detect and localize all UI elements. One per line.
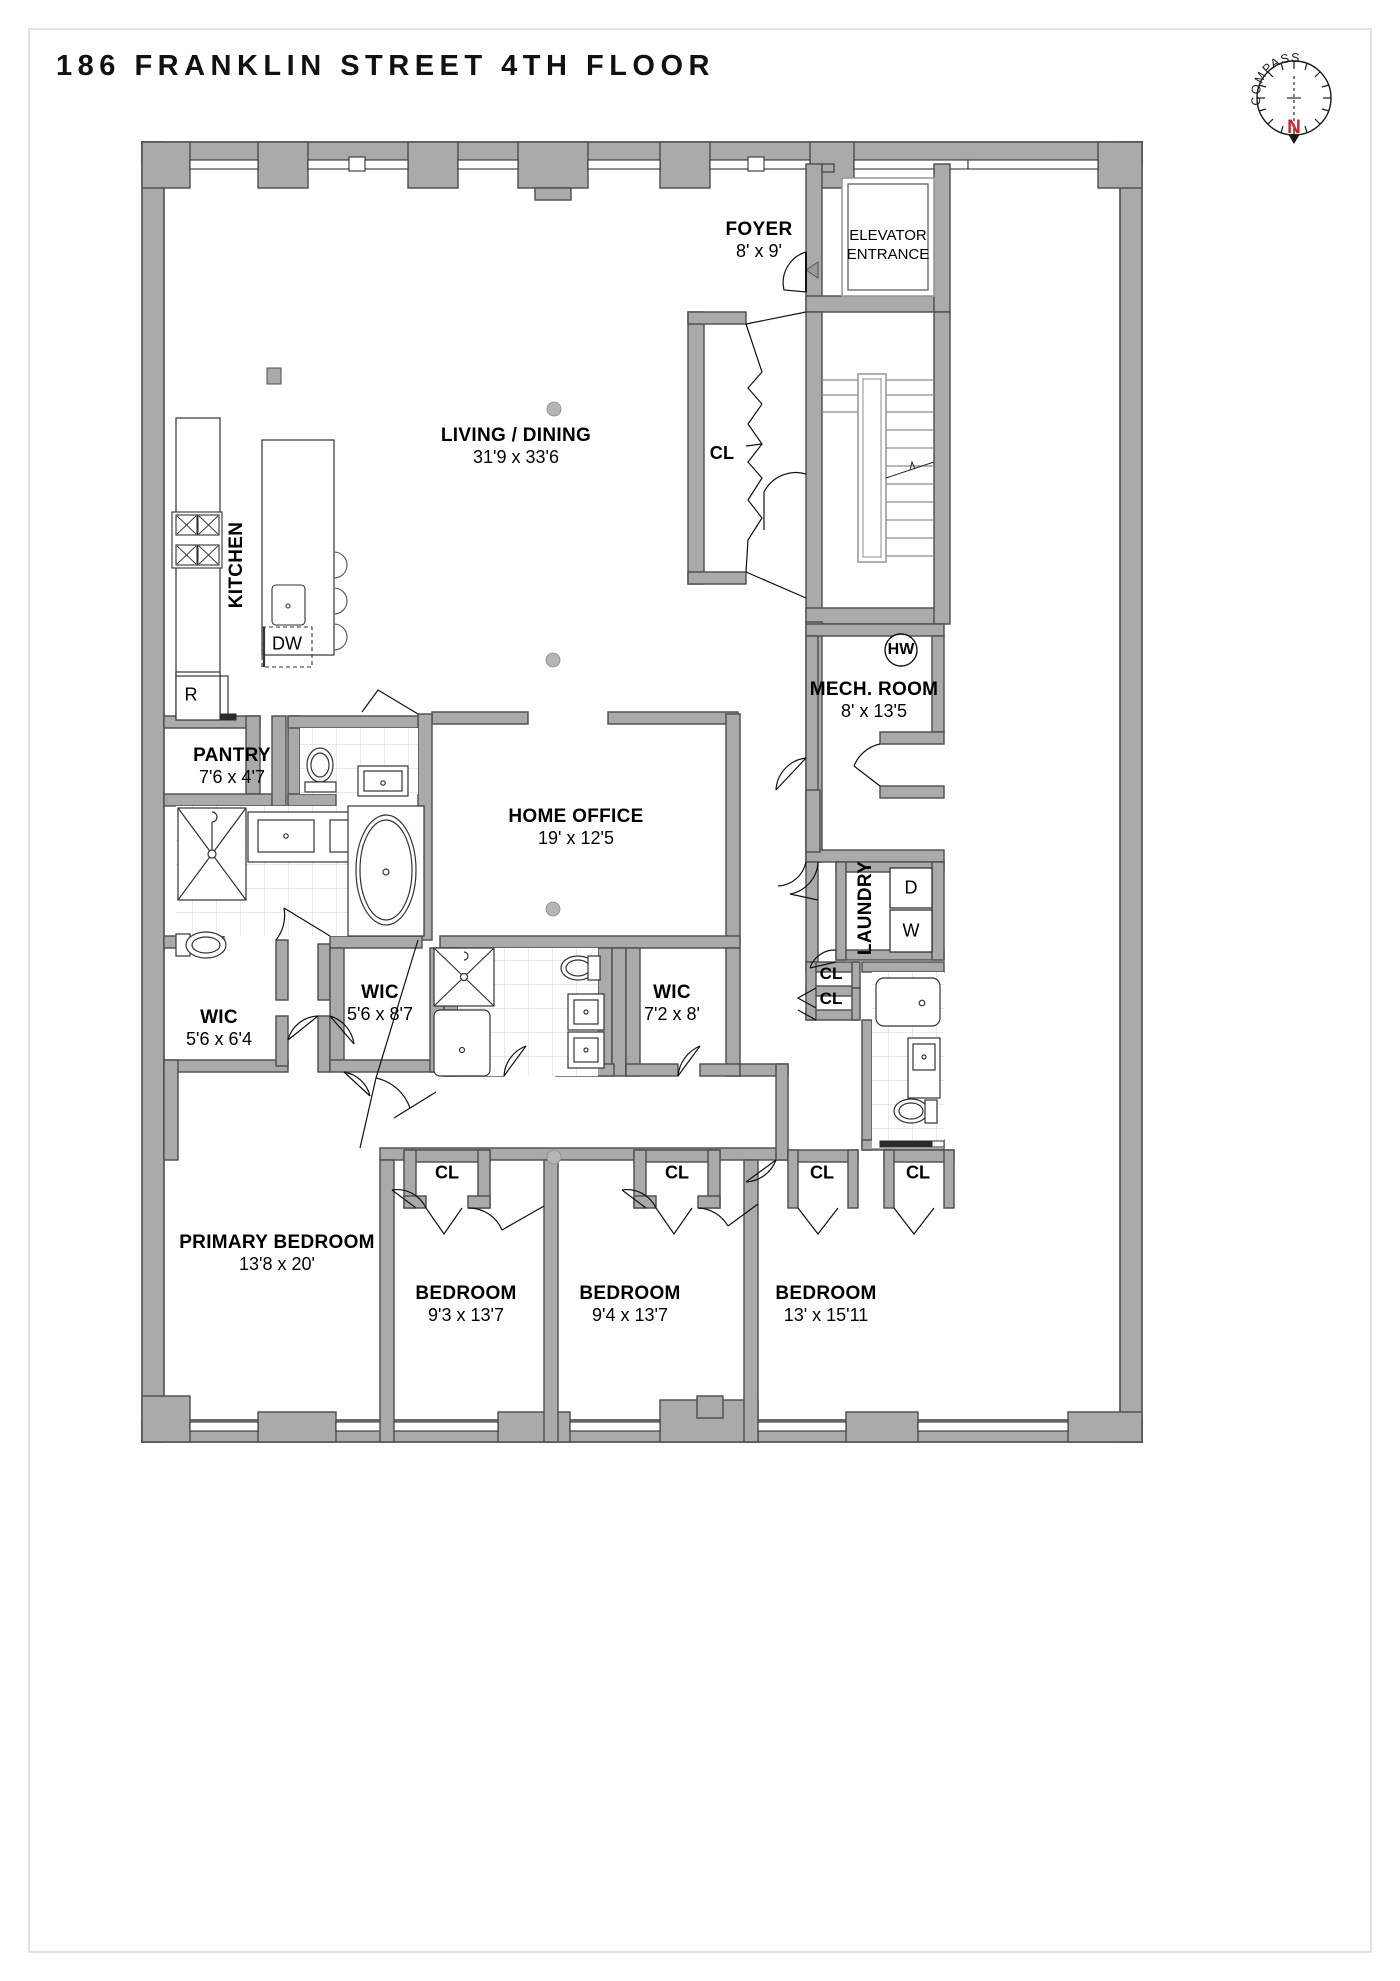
right-bath-threshold	[879, 1140, 945, 1148]
accordion-closet-doors	[745, 311, 807, 599]
compass-circle	[1256, 60, 1332, 144]
mech-room-doors	[775, 743, 881, 791]
mid-bath-vanity-icon	[567, 993, 605, 1069]
top-pillars	[141, 141, 1143, 201]
powder-toilet-icon	[304, 747, 337, 793]
page-title: 186 FRANKLIN STREET 4TH FLOOR	[56, 50, 715, 82]
staircase	[822, 373, 934, 563]
island-sink-icon	[271, 584, 306, 626]
bar-stools	[333, 551, 348, 651]
top-windows	[189, 156, 1099, 172]
dishwasher-icon	[261, 626, 313, 668]
hot-water-label: HW	[888, 641, 915, 659]
refrigerator-label: R	[185, 685, 198, 706]
dw-text: DW	[272, 633, 302, 654]
stair-hall-door	[763, 471, 807, 530]
closet-label-bedroom-4a: CL	[810, 1163, 834, 1184]
dryer-label: D	[905, 878, 918, 899]
right-bath-toilet-icon	[893, 1098, 938, 1124]
dryer-text: D	[904, 877, 918, 898]
light-fixtures	[545, 401, 562, 1165]
elevator-cab	[841, 177, 935, 297]
laundry-closet-doors	[796, 987, 817, 1021]
washer-text: W	[902, 920, 920, 941]
compass-north-label: N	[1287, 117, 1301, 138]
mid-bath-tub-icon	[433, 1009, 491, 1077]
bottom-pillars	[141, 1395, 1143, 1443]
primary-bath-door	[275, 907, 355, 1045]
stair-direction-arrow	[885, 460, 935, 479]
bathtub-icon	[347, 805, 425, 937]
wic-door-swings	[287, 1015, 371, 1097]
closet-text: CL	[810, 1162, 834, 1183]
door-swings	[359, 689, 935, 1236]
foyer-door-swing	[782, 251, 819, 293]
closet-text: CL	[435, 1162, 459, 1183]
bottom-windows	[189, 1421, 1069, 1432]
refrigerator-icon	[175, 675, 221, 721]
elevator-line-2: ENTRANCE	[846, 245, 930, 263]
closet-text: CL	[665, 1162, 689, 1183]
cooktop-icon	[171, 511, 223, 569]
laundry-appliances	[889, 867, 933, 953]
elevator-line-1: ELEVATOR	[849, 227, 927, 244]
laundry-door	[789, 861, 837, 969]
closet-label-bedroom-2: CL	[435, 1163, 459, 1184]
closet-text: CL	[819, 964, 843, 983]
mid-bath-shower-icon	[433, 947, 495, 1007]
closet-label-laundry-upper: CL	[820, 964, 843, 984]
compass-rose: COMPASS N	[1248, 51, 1338, 148]
mid-bath-doors	[503, 1045, 701, 1077]
hot-water-heater-icon	[884, 633, 918, 667]
primary-bath-shower-icon	[177, 807, 247, 901]
washer-label: W	[903, 921, 920, 942]
toilet-icon-primary	[175, 931, 227, 959]
right-bath-tub-icon	[875, 977, 941, 1027]
closet-label-bedroom-4b: CL	[906, 1163, 930, 1184]
dishwasher-label: DW	[272, 634, 302, 655]
powder-sink-icon	[357, 765, 409, 797]
r-text: R	[184, 684, 198, 705]
right-bath-vanity-icon	[907, 1037, 941, 1099]
closet-text: CL	[906, 1162, 930, 1183]
closet-label-laundry-lower: CL	[820, 989, 843, 1009]
elevator-entrance-label: ELEVATOR ENTRANCE	[847, 227, 930, 265]
interior-walls	[163, 163, 955, 1443]
hw-text: HW	[887, 641, 915, 658]
closet-label-bedroom-3: CL	[665, 1163, 689, 1184]
mid-bath-toilet-icon	[560, 955, 601, 981]
column-marker	[266, 367, 282, 385]
closet-text: CL	[819, 989, 843, 1008]
